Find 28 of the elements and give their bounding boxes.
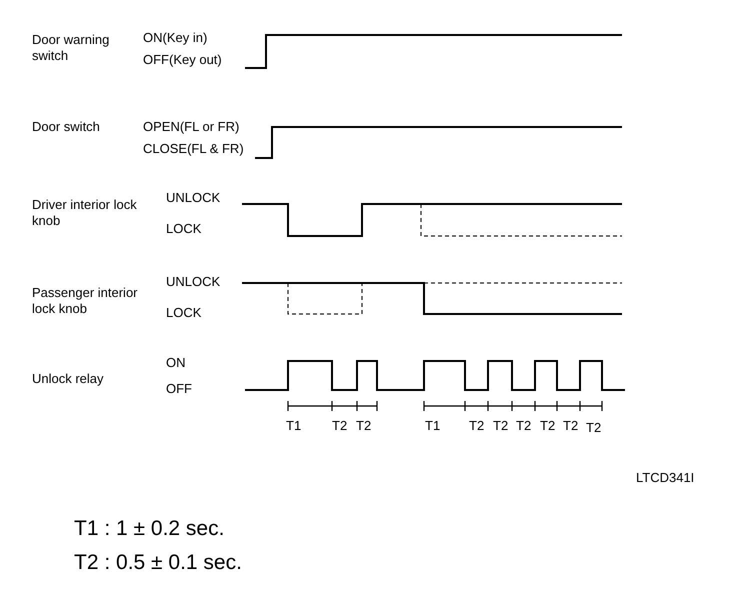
time-label: T2 <box>469 418 484 434</box>
state-label: ON(Key in) <box>143 30 208 46</box>
timing-note: T1 : 1 ± 0.2 sec. <box>74 516 224 542</box>
state-label: UNLOCK <box>166 274 220 290</box>
state-label: OFF <box>166 381 192 397</box>
time-label: T2 <box>540 418 556 434</box>
signal-name: Door warning switch <box>32 32 110 64</box>
state-label: OPEN(FL or FR) <box>143 119 240 135</box>
time-label: T2 <box>332 418 348 434</box>
time-label: T2 <box>356 418 372 434</box>
time-label: T2 <box>493 418 508 434</box>
timing-note: T2 : 0.5 ± 0.1 sec. <box>74 550 242 576</box>
time-label: T1 <box>286 418 302 434</box>
signal-name: Unlock relay <box>32 371 104 387</box>
signal-name: Driver interior lock knob <box>32 197 138 229</box>
state-label: LOCK <box>166 305 202 321</box>
state-label: LOCK <box>166 221 202 237</box>
time-label: T1 <box>425 418 440 434</box>
signal-name: Passenger interior lock knob <box>32 285 138 317</box>
state-label: UNLOCK <box>166 190 220 206</box>
signal-name: Door switch <box>32 119 100 135</box>
state-label: OFF(Key out) <box>143 52 222 68</box>
figure-code: LTCD341I <box>636 470 694 486</box>
state-label: ON <box>166 355 186 371</box>
time-label: T2 <box>563 418 578 434</box>
time-label: T2 <box>586 420 602 436</box>
state-label: CLOSE(FL & FR) <box>143 141 244 157</box>
time-label: T2 <box>516 418 532 434</box>
